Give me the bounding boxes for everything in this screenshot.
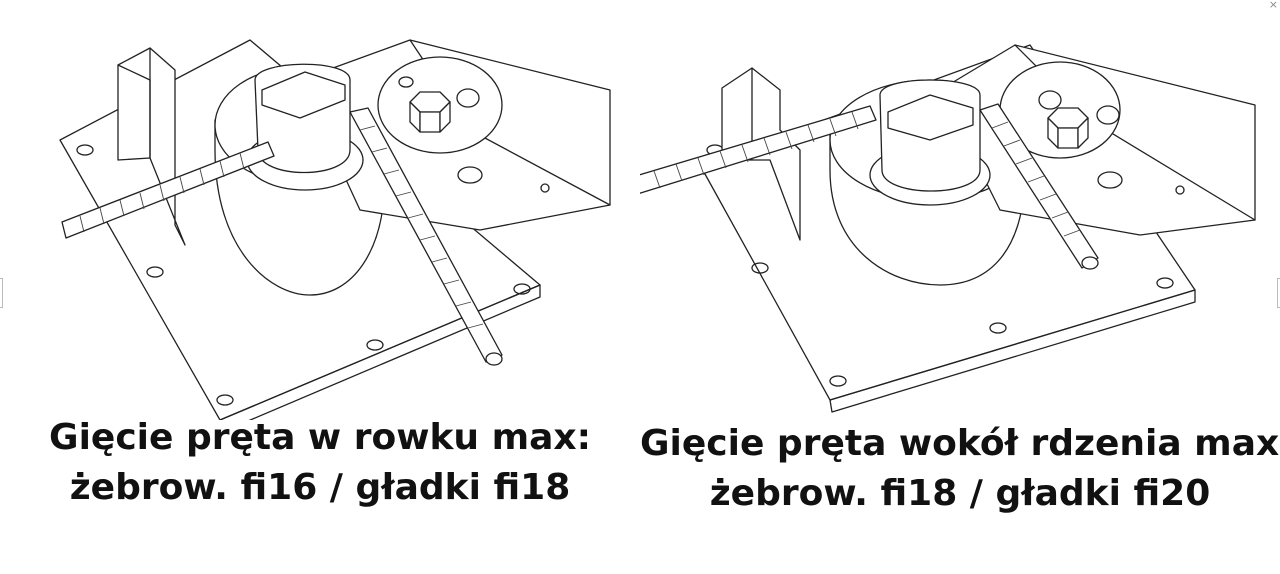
close-icon[interactable]: ×	[1268, 0, 1278, 11]
caption-core-values: żebrow. fi18 / gładki fi20	[709, 473, 1211, 514]
mounting-holes	[706, 54, 1174, 387]
edge-handle-right	[1277, 278, 1280, 308]
caption-core-title: Gięcie pręta wokół rdzenia max:	[640, 423, 1280, 464]
caption-groove-title: Gięcie pręta w rowku max:	[49, 417, 591, 458]
core-groove	[261, 71, 346, 119]
caption-groove-values: żebrow. fi16 / gładki fi18	[69, 467, 571, 508]
core-top	[887, 94, 974, 141]
rebar-straight	[61, 141, 275, 239]
mounting-holes	[76, 89, 531, 406]
rebar-bent	[979, 103, 1099, 270]
bender-panel-groove: Gięcie pręta w rowku max: żebrow. fi16 /…	[49, 39, 611, 508]
bender-drawing-groove	[59, 39, 611, 420]
rebar-bent	[349, 107, 503, 366]
edge-handle-left	[0, 278, 3, 308]
rebar-straight	[640, 105, 877, 194]
bender-panel-core: Gięcie pręta wokół rdzenia max: żebrow. …	[640, 0, 1280, 574]
bender-drawing-core	[640, 44, 1256, 413]
